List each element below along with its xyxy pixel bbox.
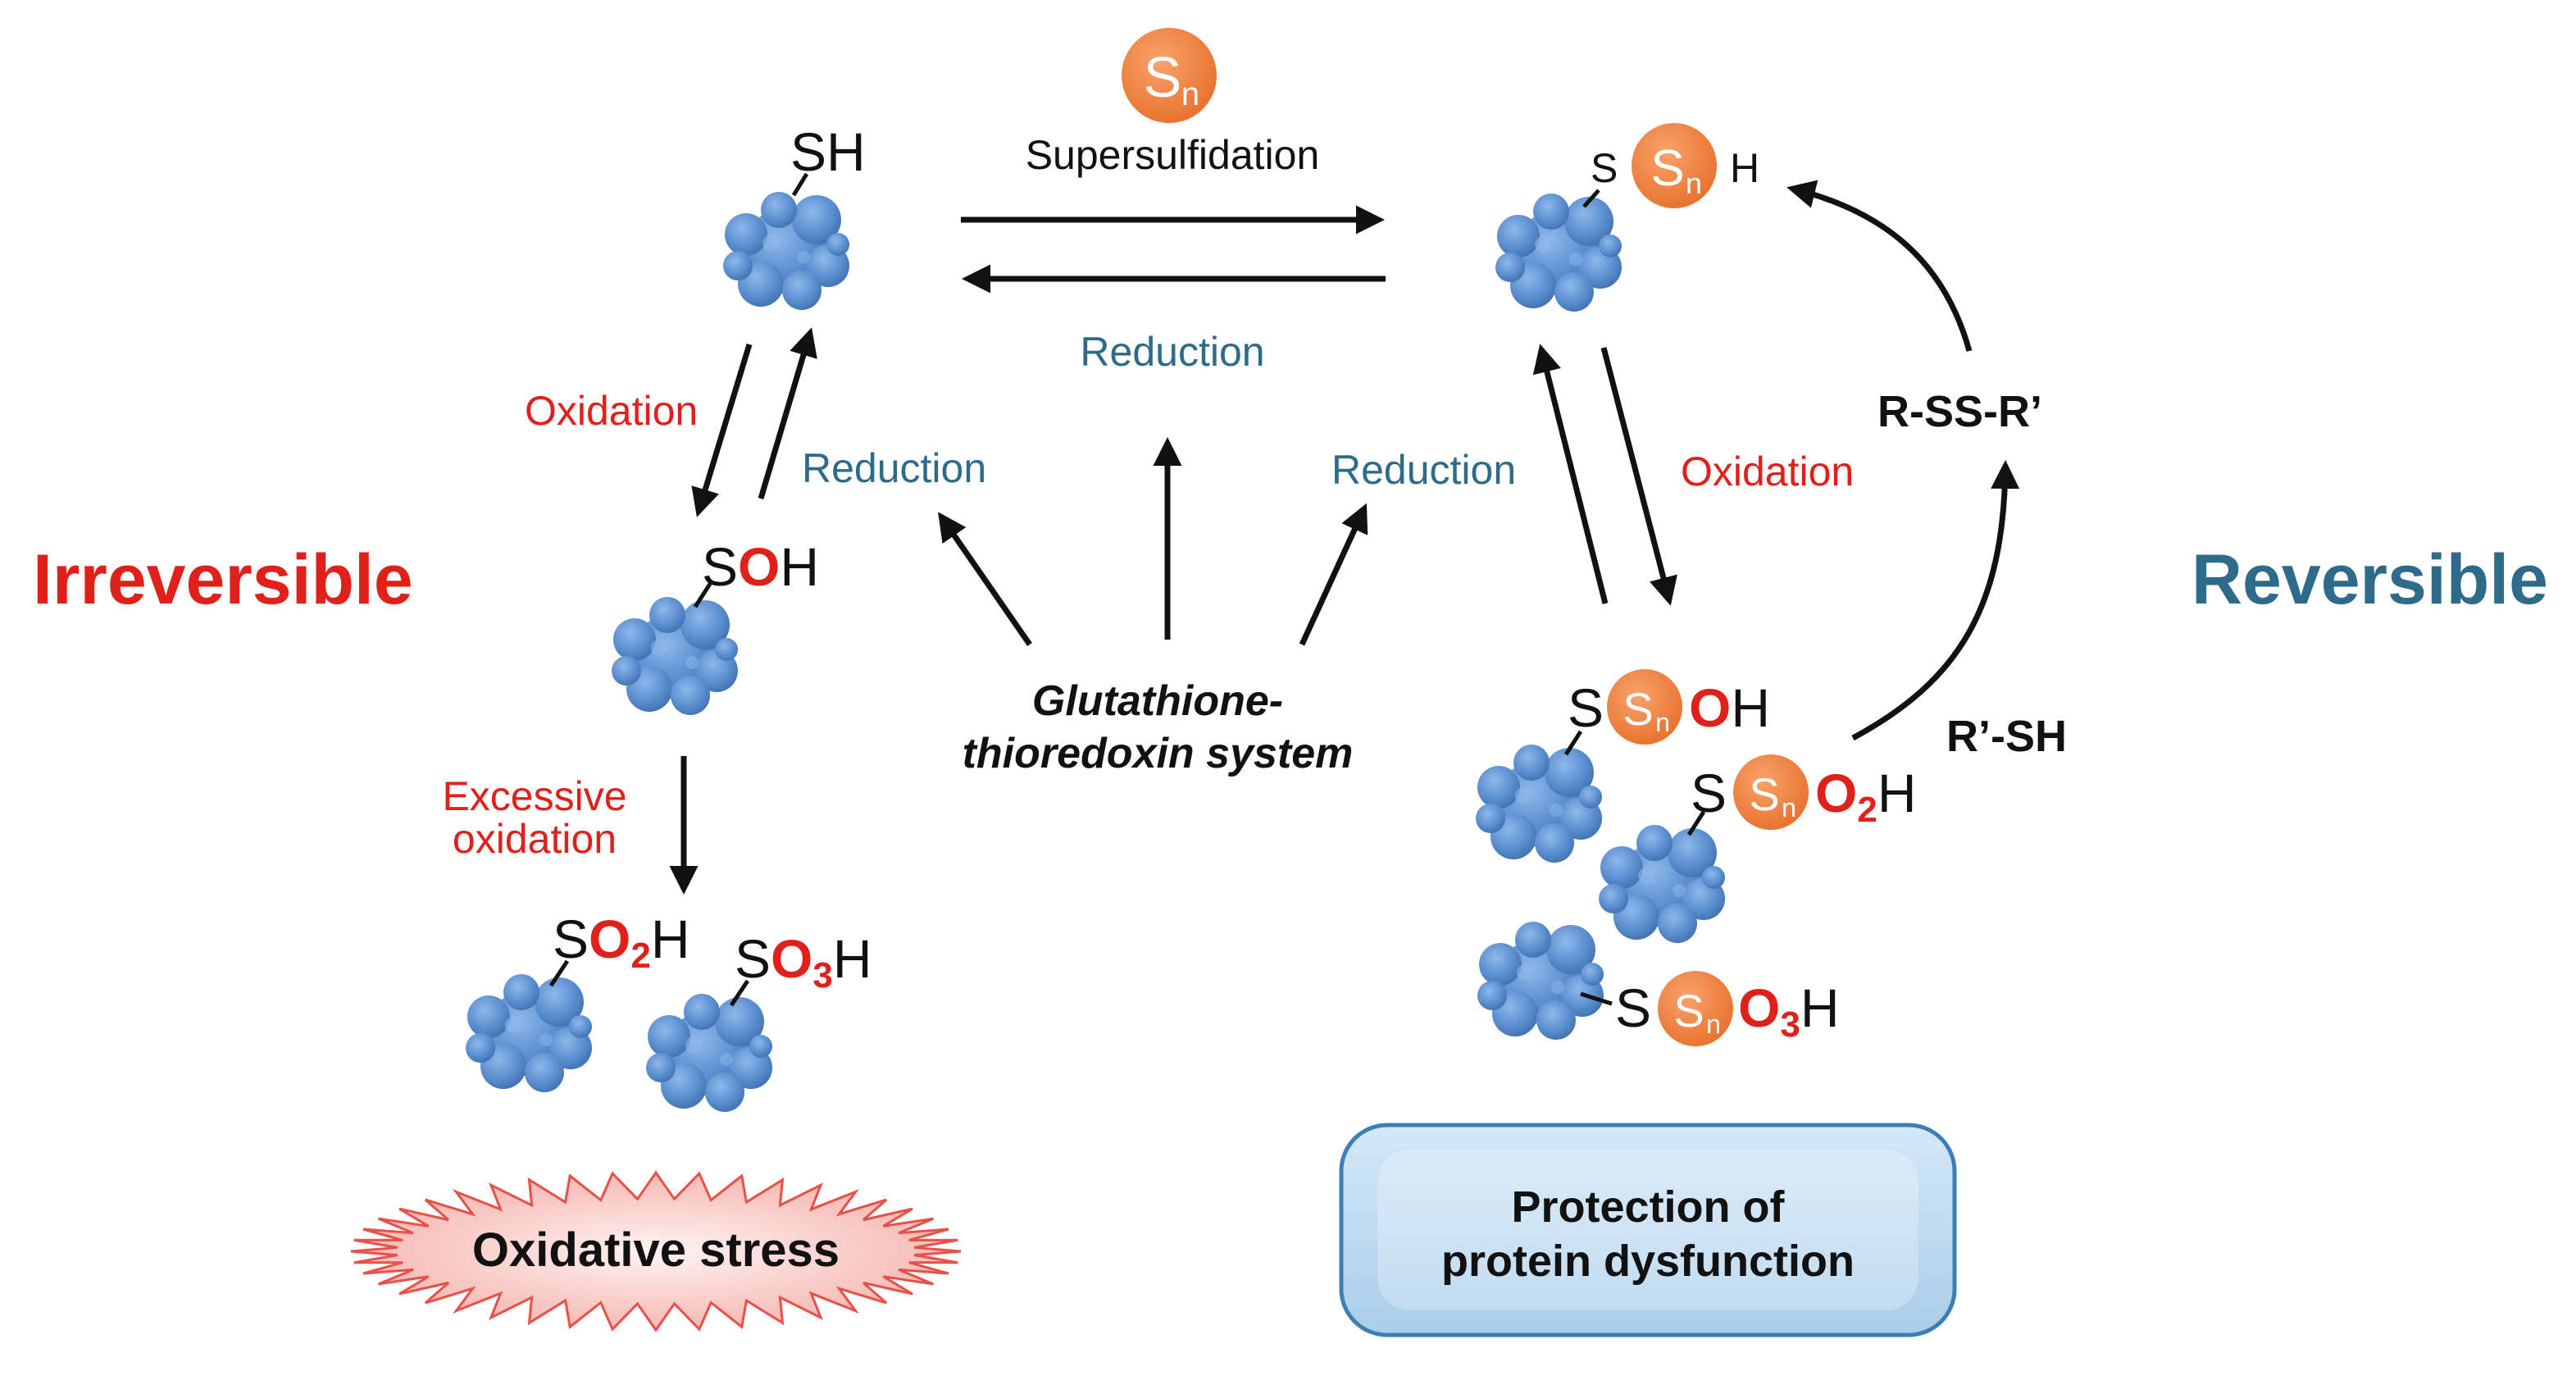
rssr-label: R-SS-R’ — [1877, 387, 2042, 436]
so2h-h: H — [651, 909, 690, 969]
protein-ssnh — [1495, 194, 1622, 312]
ssnh-s: S — [1591, 145, 1618, 191]
sn-badge-n: n — [1655, 708, 1670, 737]
protein-ssnoh — [1476, 745, 1602, 863]
sn-badge-ssno3h: S n — [1658, 971, 1733, 1046]
irreversible-title: Irreversible — [33, 540, 413, 619]
protein-ssno2h — [1599, 825, 1725, 943]
so3h-sub: 3 — [812, 955, 832, 995]
oxidative-stress-label: Oxidative stress — [472, 1223, 840, 1277]
left-oxidation-label: Oxidation — [525, 388, 698, 434]
arrow-gt-left — [938, 512, 1032, 646]
sn-badge-top: S n — [1122, 28, 1217, 123]
ssnoh-h: H — [1731, 677, 1770, 738]
sh-label: SH — [790, 121, 866, 182]
so2h-s: S — [553, 909, 589, 969]
ssno2h-tail: O2H — [1815, 763, 1917, 830]
bond-so2h — [548, 959, 570, 987]
oxidative-stress-burst — [350, 1170, 962, 1333]
ssno3h-o: O — [1738, 977, 1780, 1038]
bond-soh — [693, 582, 712, 608]
protection-line-1: Protection of — [1512, 1182, 1786, 1232]
ssno2h-s: S — [1691, 763, 1727, 823]
gt-system-line-1: Glutathione- — [1032, 677, 1283, 725]
bond-ssnoh — [1563, 730, 1583, 756]
right-reduction-label: Reduction — [1331, 447, 1516, 493]
so2h-label: SO2H — [553, 909, 690, 976]
arrow-left-reduction — [758, 327, 817, 499]
ssno2h-o: O — [1815, 763, 1857, 823]
arrow-rssr-to-ssnh — [1786, 180, 1973, 352]
sn-badge-n: n — [1686, 166, 1702, 200]
sn-badge-s: S — [1673, 985, 1704, 1036]
arrow-right-reduction — [1532, 344, 1609, 604]
sn-badge-s: S — [1144, 45, 1182, 109]
ssno3h-h: H — [1800, 977, 1840, 1038]
arrow-left-oxidation — [691, 343, 753, 517]
sn-badge-n: n — [1782, 793, 1796, 822]
bond-sh — [791, 172, 809, 197]
soh-h: H — [780, 536, 819, 597]
right-oxidation-label: Oxidation — [1681, 449, 1854, 494]
so3h-h: H — [833, 928, 872, 989]
protection-line-2: protein dysfunction — [1441, 1237, 1855, 1286]
excessive-label-2: oxidation — [453, 816, 617, 862]
so2h-o: O — [589, 909, 630, 969]
so3h-o: O — [771, 928, 812, 989]
so3h-label: SO3H — [735, 928, 872, 995]
left-reduction-label: Reduction — [802, 445, 986, 491]
ssnoh-s: S — [1568, 677, 1604, 738]
ssno2h-h: H — [1877, 763, 1917, 823]
ssno3h-sub: 3 — [1780, 1005, 1800, 1045]
soh-o: O — [738, 536, 780, 597]
protein-soh — [612, 597, 738, 715]
protection-box — [1339, 1123, 1957, 1337]
rsh-label: R’-SH — [1946, 712, 2067, 761]
sn-badge-s: S — [1623, 683, 1653, 735]
protection-box-inner — [1377, 1150, 1918, 1310]
sn-badge-ssno2h: S n — [1733, 754, 1809, 830]
protein-sh — [723, 192, 849, 310]
gt-system-line-2: thioredoxin system — [963, 730, 1354, 777]
ssnoh-o: O — [1689, 677, 1731, 738]
ssnoh-tail: OH — [1689, 677, 1770, 738]
arrow-right-oxidation — [1600, 347, 1677, 606]
ssno3h-tail: O3H — [1738, 977, 1840, 1045]
sn-badge-n: n — [1706, 1009, 1721, 1039]
protein-ssno3h — [1477, 922, 1604, 1040]
so3h-s: S — [735, 928, 771, 989]
sn-badge-s: S — [1749, 768, 1779, 820]
arrow-ssno2h-to-rssr — [1851, 460, 2020, 741]
soh-label: SOH — [702, 536, 819, 597]
sn-badge-s: S — [1650, 140, 1684, 197]
ssnh-h: H — [1730, 145, 1759, 191]
top-reduction-label: Reduction — [1080, 329, 1264, 375]
bond-so3h — [729, 979, 750, 1007]
reversible-title: Reversible — [2191, 540, 2548, 619]
excessive-label-1: Excessive — [442, 773, 626, 819]
protein-so2h — [466, 974, 592, 1092]
bond-ssno2h — [1686, 810, 1706, 836]
sn-badge-ssnoh: S n — [1607, 669, 1682, 745]
sn-badge-ssnh: S n — [1632, 123, 1717, 208]
bond-ssnh — [1582, 189, 1600, 208]
arrow-gt-right — [1299, 503, 1368, 646]
sn-badge-n: n — [1181, 76, 1199, 112]
protein-so3h — [646, 994, 772, 1112]
ssno3h-s: S — [1615, 977, 1651, 1038]
supersulfidation-label: Supersulfidation — [1026, 132, 1320, 178]
ssno2h-sub: 2 — [1857, 790, 1877, 830]
so2h-sub: 2 — [630, 936, 650, 976]
soh-s: S — [702, 536, 738, 597]
bond-ssno3h — [1580, 991, 1613, 1006]
